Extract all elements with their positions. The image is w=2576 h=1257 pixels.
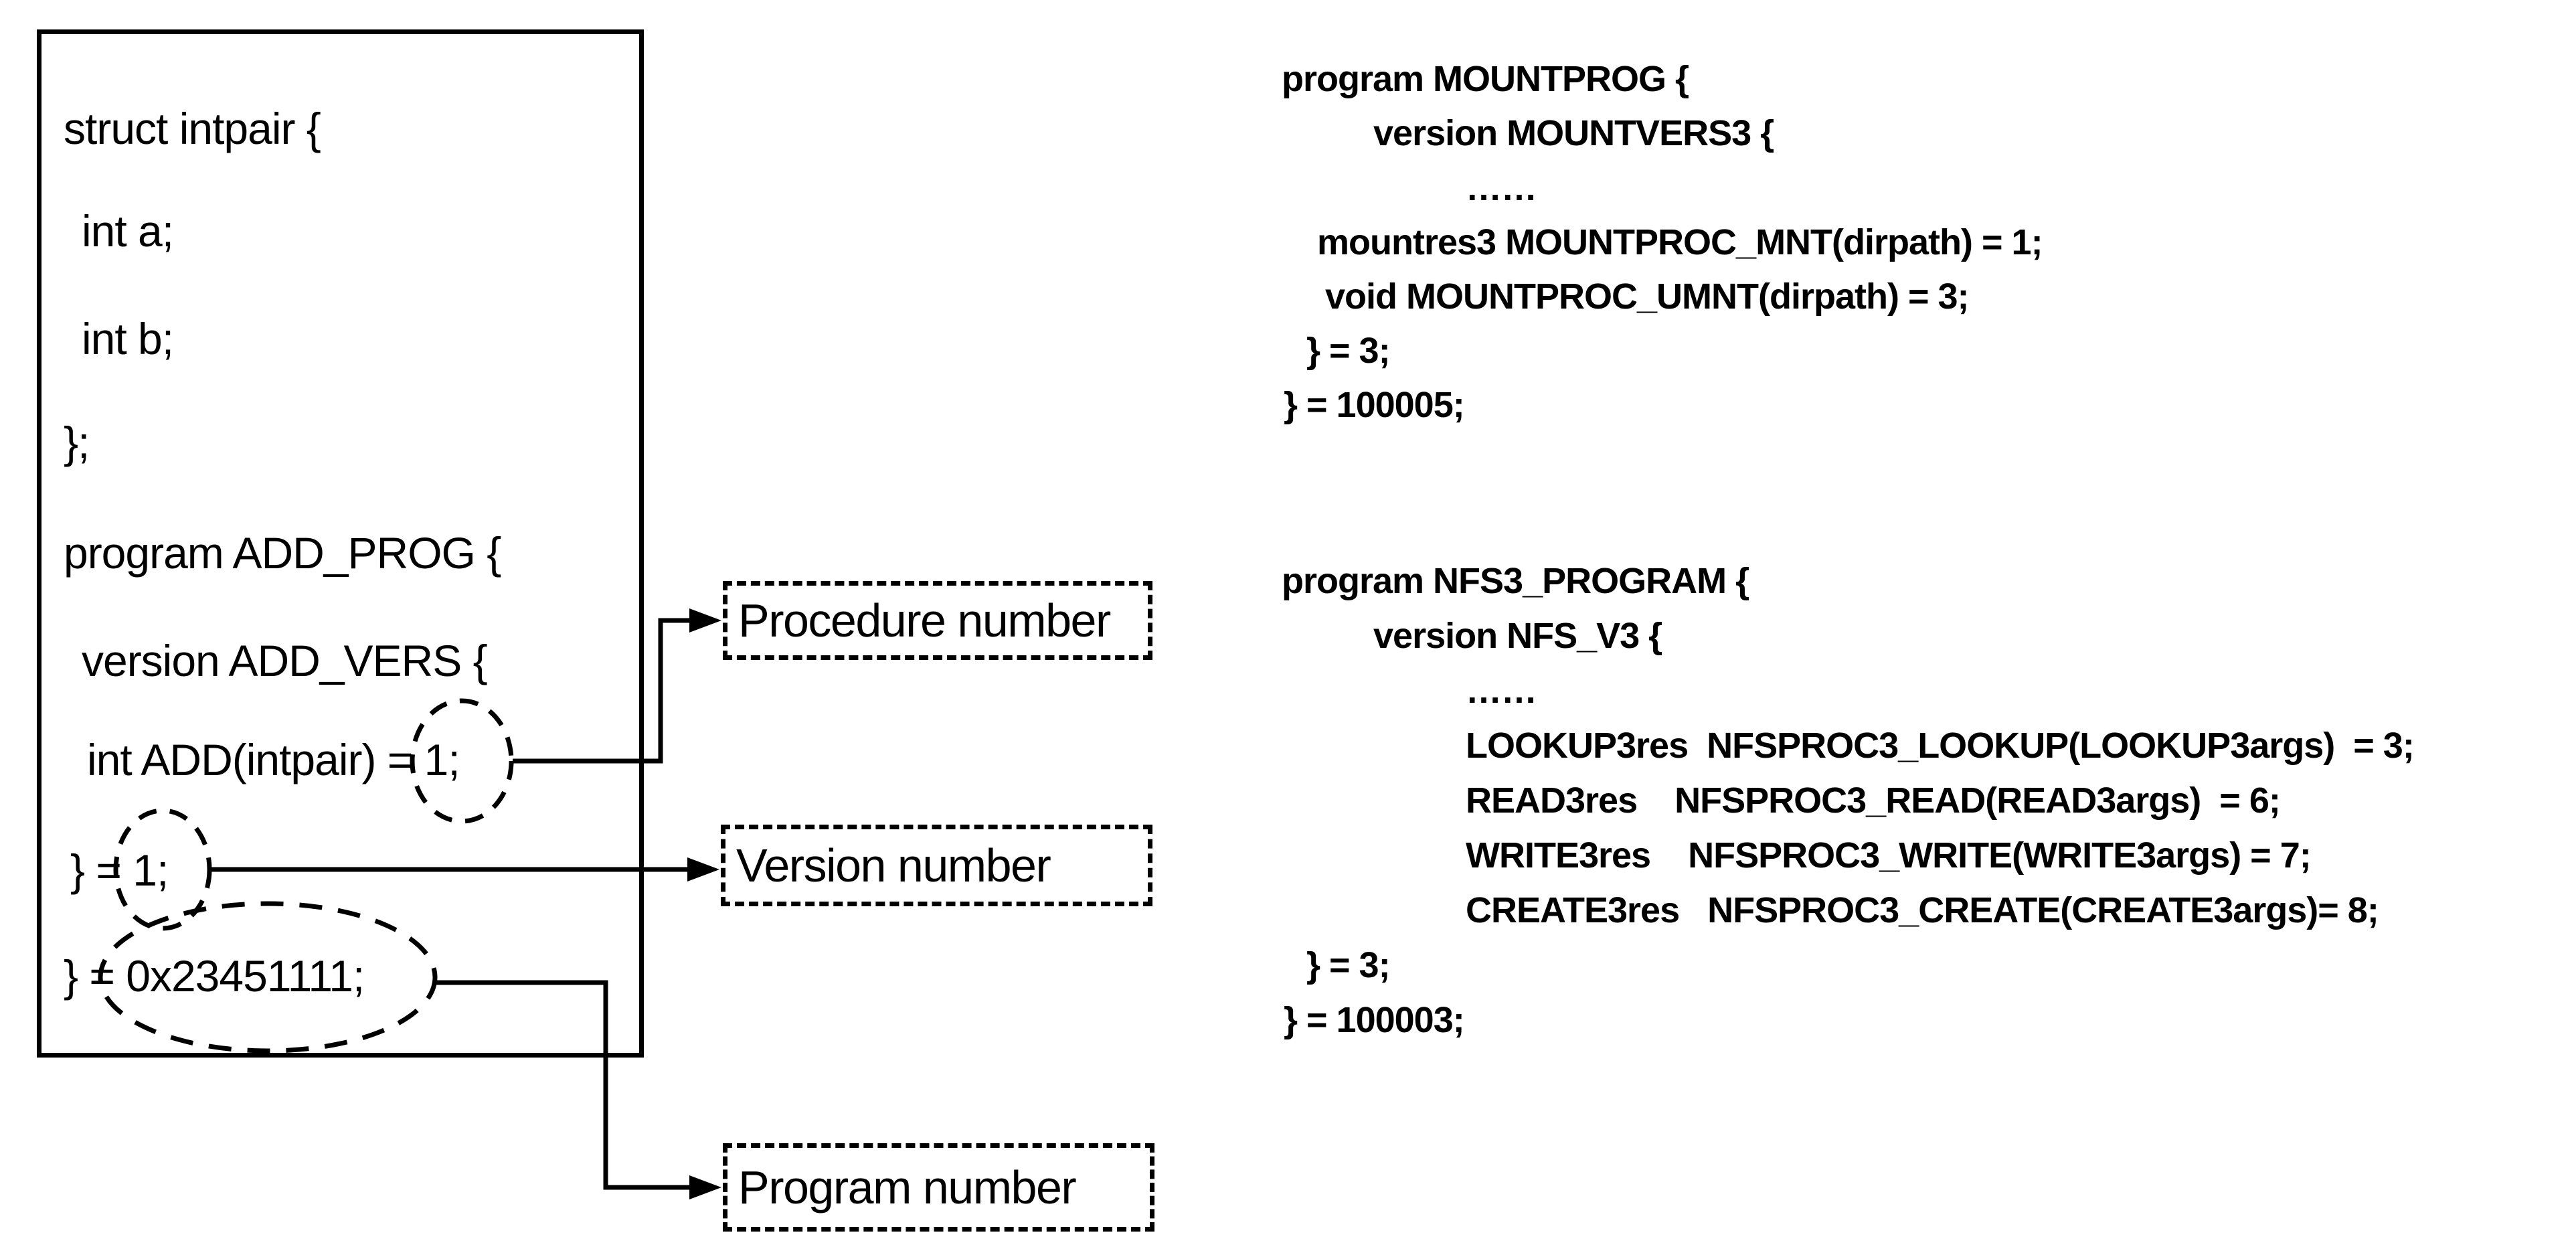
- version-number-label: Version number: [736, 839, 1051, 892]
- nfs-code-line-1: program NFS3_PROGRAM {: [1282, 561, 1749, 601]
- program-number-label: Program number: [738, 1161, 1077, 1213]
- nfs-code-line-5: READ3res NFSPROC3_READ(READ3args) = 6;: [1466, 780, 2281, 821]
- code-line-program-num: } = 0x23451111;: [64, 951, 365, 1001]
- mount-code-line-7: } = 100005;: [1284, 385, 1465, 425]
- program-number-label-box: Program number: [723, 1143, 1154, 1232]
- mount-code-line-1: program MOUNTPROG {: [1282, 59, 1689, 99]
- nfs-code-line-4: LOOKUP3res NFSPROC3_LOOKUP(LOOKUP3args) …: [1466, 726, 2415, 766]
- code-line-version: version ADD_VERS {: [82, 636, 488, 685]
- code-line-program: program ADD_PROG {: [64, 528, 501, 578]
- version-arrowhead: [687, 857, 719, 882]
- mount-code-line-4: mountres3 MOUNTPROC_MNT(dirpath) = 1;: [1317, 222, 2043, 262]
- nfs-code-line-3: ……: [1466, 671, 1537, 711]
- code-line-struct: struct intpair {: [64, 104, 321, 153]
- procedure-number-label: Procedure number: [738, 594, 1111, 647]
- code-line-int-b: int b;: [82, 314, 174, 363]
- nfs-code-line-2: version NFS_V3 {: [1373, 616, 1662, 656]
- nfs-code-line-7: CREATE3res NFSPROC3_CREATE(CREATE3args)=…: [1466, 890, 2379, 930]
- code-line-add-proc: int ADD(intpair) = 1;: [87, 735, 460, 784]
- mount-code-line-2: version MOUNTVERS3 {: [1373, 113, 1774, 153]
- mount-code-line-5: void MOUNTPROC_UMNT(dirpath) = 3;: [1325, 276, 1969, 317]
- procedure-arrowhead: [689, 608, 721, 633]
- code-line-version-num: } = 1;: [70, 845, 169, 895]
- program-arrowhead: [689, 1175, 721, 1199]
- nfs-code-line-6: WRITE3res NFSPROC3_WRITE(WRITE3args) = 7…: [1466, 835, 2312, 875]
- procedure-number-label-box: Procedure number: [723, 581, 1152, 660]
- code-line-int-a: int a;: [82, 206, 174, 256]
- code-line-struct-end: };: [64, 418, 90, 467]
- nfs-code-line-8: } = 3;: [1306, 945, 1391, 985]
- mount-code-line-3: ……: [1466, 168, 1537, 208]
- mount-code-line-6: } = 3;: [1306, 331, 1391, 371]
- nfs-code-line-9: } = 100003;: [1284, 1000, 1465, 1040]
- version-number-label-box: Version number: [721, 825, 1152, 906]
